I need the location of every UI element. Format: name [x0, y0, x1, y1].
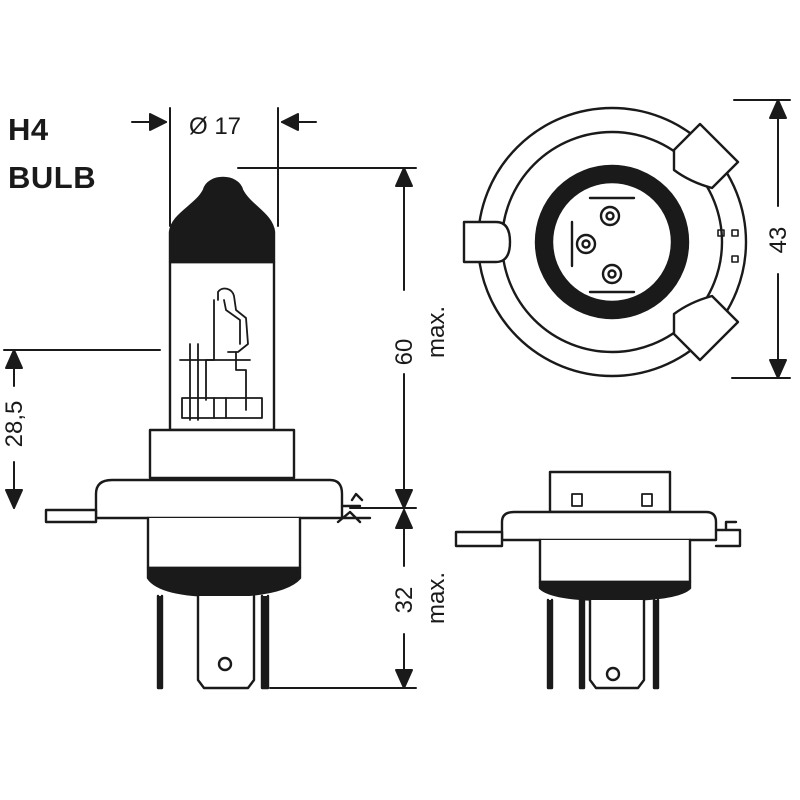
- bulb-neck: [148, 428, 296, 480]
- socket-pins: [570, 196, 636, 294]
- filament: [179, 287, 263, 421]
- bulb-flange: [94, 478, 344, 520]
- bulb-side-view-small: [454, 470, 742, 690]
- front-tab-left: [462, 220, 512, 264]
- label-socket: 43: [765, 227, 792, 254]
- dim-base: [269, 509, 417, 689]
- mark-1: [717, 229, 725, 237]
- bulb-base: [146, 516, 302, 570]
- dim-socket: [731, 99, 791, 379]
- label-base: 32: [391, 587, 418, 614]
- flange-tab-left: [44, 508, 98, 524]
- mark-3: [731, 255, 739, 263]
- pin-hole: [217, 656, 233, 672]
- glass-envelope: [168, 260, 276, 432]
- front-tab-bottom: [672, 294, 740, 362]
- label-reference: 28,5: [1, 401, 28, 448]
- label-diameter: Ø 17: [189, 113, 241, 140]
- label-height-max: max.: [423, 306, 450, 358]
- title-h4: H4: [8, 112, 49, 147]
- label-base-max: max.: [423, 572, 450, 624]
- pin-right: [260, 594, 270, 690]
- mark-2: [731, 229, 739, 237]
- dim-reference: [3, 349, 161, 509]
- small-flange: [500, 510, 718, 542]
- bulb-side-view: [44, 176, 372, 690]
- socket-inner: [550, 180, 674, 304]
- pin-left: [156, 594, 164, 690]
- small-pin: [588, 598, 646, 690]
- bulb-black-cap: [168, 176, 276, 264]
- small-base: [538, 538, 692, 584]
- dim-diameter: [131, 107, 317, 227]
- dim-height: [237, 167, 417, 509]
- title-bulb: BULB: [8, 160, 97, 195]
- bulb-front-view: [462, 106, 748, 378]
- pin-center: [196, 594, 256, 690]
- front-tab-top: [672, 122, 740, 190]
- label-height: 60: [391, 339, 418, 366]
- base-band: [146, 566, 302, 598]
